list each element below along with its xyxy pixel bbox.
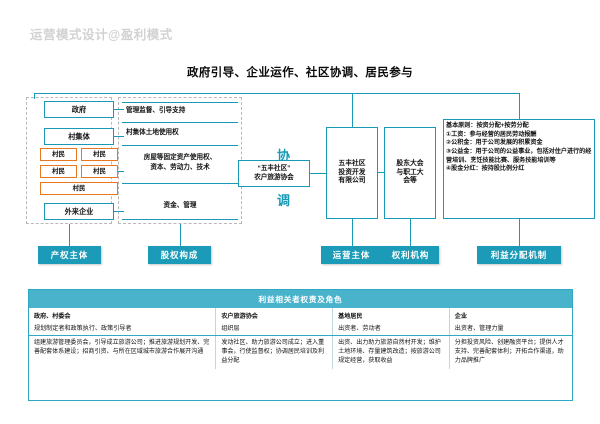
profit-item-2: ②公积金：用于公司发展的积累资金: [446, 139, 543, 147]
equity-rule-1: [122, 102, 238, 104]
connector-company-to-authority: [378, 172, 384, 174]
connector-villagers-to-equity: [118, 171, 124, 173]
stem-authority: [410, 219, 412, 246]
role-tag-3: 出资者、劳动者: [338, 325, 381, 333]
bus-left-riser: [34, 93, 36, 99]
box-profit-mechanism[interactable]: [443, 119, 595, 219]
role-name-1: 政府、村委会: [34, 313, 71, 320]
box-villager-wide[interactable]: 村民: [40, 182, 118, 195]
table-cell-duty-1: 组建旅游管理委员会，引导成立旅游公司；推进旅游规划开发、完善配套体系建设；招商引…: [29, 336, 217, 370]
equity-rule-5: [122, 219, 238, 221]
stem-operation: [352, 219, 354, 246]
table-row-duties: 组建旅游管理委员会，引导成立旅游公司；推进旅游规划开发、完善配套体系建设；招商引…: [29, 335, 572, 370]
role-name-4: 企业: [454, 313, 467, 320]
table-cell-role-4: 企业 出资者、管理力量: [450, 308, 572, 335]
box-collective[interactable]: 村集体: [44, 128, 114, 145]
connector-association-to-company: [310, 173, 326, 175]
coordination-char-top: 协: [277, 148, 291, 163]
label-profit-mechanism[interactable]: 利益分配机制: [477, 246, 561, 264]
table-cell-role-2: 农户旅游协会 组织层: [216, 308, 334, 336]
box-villager-3[interactable]: 村民: [40, 165, 77, 178]
equity-rule-3: [122, 145, 238, 147]
stem-profit: [519, 219, 521, 246]
stem-equity: [180, 224, 182, 246]
box-villager-1[interactable]: 村民: [40, 148, 77, 161]
table-cell-role-1: 政府、村委会 规划制定者和政策执行、政策引导者: [29, 308, 217, 336]
table-cell-duty-2: 发动社区、助力旅游公司成立；进入董事会，行使监督权；协调居民培训及利益分配: [216, 336, 334, 370]
bus-right-riser: [519, 93, 521, 119]
box-farmer-tourism-association[interactable]: “五丰社区” 农户旅游协会: [238, 160, 310, 187]
box-operation-company[interactable]: 五丰社区 投资开发 有限公司: [326, 127, 378, 219]
box-villager-4[interactable]: 村民: [81, 165, 118, 178]
box-government[interactable]: 政府: [44, 101, 114, 118]
equity-rule-4: [122, 183, 238, 185]
profit-item-4: ④股金分红：按持股比例分红: [446, 165, 525, 173]
table-cell-role-3: 基地居民 出资者、劳动者: [333, 308, 450, 336]
stakeholder-table: 利益相关者权责及角色 政府、村委会 规划制定者和政策执行、政策引导者 农户旅游协…: [28, 289, 573, 401]
table-title: 利益相关者权责及角色: [29, 290, 572, 308]
box-authority-body[interactable]: 股东大会 与职工大 会等: [384, 127, 436, 219]
equity-text-2: 村集体土地使用权: [126, 129, 179, 136]
equity-rule-2: [122, 122, 238, 124]
equity-text-1: 管理监督、引导支持: [126, 107, 186, 114]
label-authority-org[interactable]: 权利机构: [382, 246, 439, 264]
label-property-subject[interactable]: 产权主体: [38, 246, 101, 264]
coordination-char-bottom: 调: [277, 193, 291, 208]
connector-enterprise-to-equity: [114, 211, 124, 213]
table-cell-duty-3: 出资、出力助力旅游自然村开发；维护土地环境、存量建筑改造；按旅游公司规定经营，获…: [333, 336, 450, 370]
bus-company-riser: [352, 93, 354, 127]
role-tag-4: 出资者、管理力量: [454, 325, 504, 333]
role-name-2: 农户旅游协会: [221, 313, 258, 320]
profit-mechanism-text: 基本原则：按资分配+按劳分配 ①工资：参与经营的居民劳动报酬 ②公积金：用于公司…: [446, 122, 592, 174]
profit-item-1: ①工资：参与经营的居民劳动报酬: [446, 130, 537, 138]
role-tag-1: 规划制定者和政策执行、政策引导者: [34, 325, 132, 333]
table-row-roles: 政府、村委会 规划制定者和政策执行、政策引导者 农户旅游协会 组织层 基地居民 …: [29, 308, 572, 336]
equity-text-3: 房屋等固定资产使用权、 资本、劳动力、技术: [143, 154, 217, 171]
label-operation-subject[interactable]: 运营主体: [321, 246, 382, 264]
box-external-enterprise[interactable]: 外来企业: [44, 203, 114, 220]
connector-gov-to-equity: [114, 109, 124, 111]
box-villager-2[interactable]: 村民: [81, 148, 118, 161]
stem-property: [69, 224, 71, 246]
table-cell-duty-4: 分担投资风险、创建融资平台；提供人才支持、完善配套体利；开拓合作渠道，助力品牌推…: [454, 340, 564, 365]
equity-text-4: 资金、管理: [163, 202, 197, 209]
profit-item-3: ③公益金：用于公司的公益事业，包括对住户进行的经营培训、烹饪技能比赛、服务技能培…: [446, 147, 592, 164]
bus-top-horizontal: [34, 93, 520, 95]
chart-title: 政府引导、企业运作、社区协调、居民参与: [186, 67, 414, 79]
role-tag-2: 组织层: [221, 325, 240, 333]
role-name-3: 基地居民: [338, 313, 363, 320]
profit-principle: 基本原则：按资分配+按劳分配: [446, 122, 529, 129]
connector-collective-to-equity: [114, 136, 124, 138]
label-equity-structure[interactable]: 股权构成: [148, 246, 211, 264]
watermark-title: 运营模式设计@盈利模式: [30, 28, 173, 42]
